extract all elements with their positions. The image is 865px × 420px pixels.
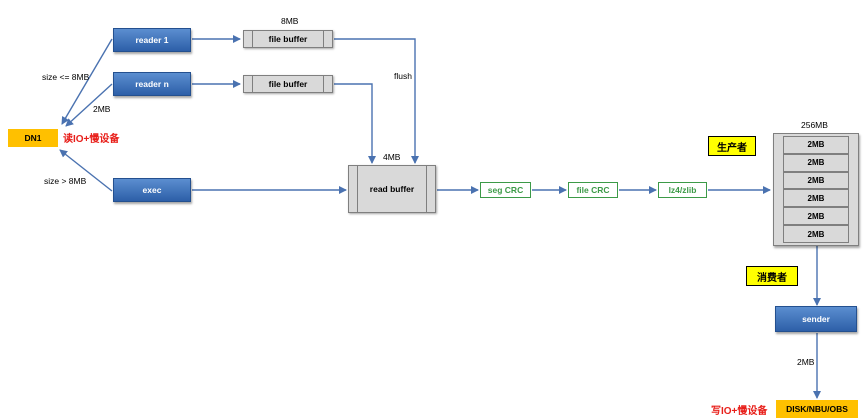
two-mb-sender-label: 2MB (797, 357, 815, 367)
sender-box: sender (775, 306, 857, 332)
reader-n-box: reader n (113, 72, 191, 96)
producer-label: 生产者 (717, 142, 747, 154)
arrow-readern-to-dn1 (65, 83, 113, 127)
read-buffer-label: read buffer (369, 184, 415, 194)
exec-label: exec (142, 185, 162, 195)
stack-cell: 2MB (783, 225, 849, 243)
stack-cell: 2MB (783, 189, 849, 208)
disk-device: DISK/NBU/OBS (776, 400, 858, 418)
stack-cell: 2MB (783, 153, 849, 172)
read-buffer: read buffer (348, 165, 436, 213)
arrow-exec-to-dn1 (59, 149, 113, 192)
arrow-filebuffer2-to-readbuffer (334, 83, 376, 164)
arrow-filebuffer1-to-readbuffer (334, 38, 419, 164)
reader-n-label: reader n (135, 79, 169, 89)
dn1-device: DN1 (8, 129, 58, 147)
consumer-tag: 消费者 (746, 266, 798, 286)
consumer-label: 消费者 (757, 272, 787, 284)
write-io-note: 写IO+慢设备 (711, 406, 768, 417)
reader-1-box: reader 1 (113, 28, 191, 52)
file-buffer-1-label: file buffer (268, 34, 308, 44)
seg-crc-box: seg CRC (480, 182, 531, 198)
exec-box: exec (113, 178, 191, 202)
sender-label: sender (802, 314, 830, 324)
lz4-zlib-box: lz4/zlib (658, 182, 707, 198)
read-io-note: 读IO+慢设备 (63, 134, 120, 145)
eight-mb-label: 8MB (281, 16, 299, 26)
size-le-8mb-label: size <= 8MB (42, 72, 90, 82)
size-gt-8mb-label: size > 8MB (44, 176, 87, 186)
file-buffer-2-label: file buffer (268, 79, 308, 89)
producer-tag: 生产者 (708, 136, 756, 156)
four-mb-label: 4MB (383, 152, 401, 162)
seg-crc-label: seg CRC (487, 185, 524, 195)
disk-label: DISK/NBU/OBS (786, 404, 848, 414)
two-mb-left-label: 2MB (93, 104, 111, 114)
file-buffer-1: file buffer (243, 30, 333, 48)
file-buffer-2: file buffer (243, 75, 333, 93)
file-crc-label: file CRC (576, 185, 610, 195)
dn1-label: DN1 (24, 133, 42, 143)
flush-label: flush (394, 71, 412, 81)
reader-1-label: reader 1 (135, 35, 169, 45)
file-crc-box: file CRC (568, 182, 618, 198)
stack-cell: 2MB (783, 136, 849, 154)
arrow-reader1-to-dn1 (61, 38, 113, 125)
stack-cell: 2MB (783, 171, 849, 190)
two-five-six-mb-label: 256MB (801, 120, 828, 130)
buffer-stack: 2MB 2MB 2MB 2MB 2MB 2MB (773, 133, 859, 246)
lz4-zlib-label: lz4/zlib (668, 185, 697, 195)
stack-cell: 2MB (783, 207, 849, 226)
buffer-stack-cells: 2MB 2MB 2MB 2MB 2MB 2MB (783, 136, 849, 243)
